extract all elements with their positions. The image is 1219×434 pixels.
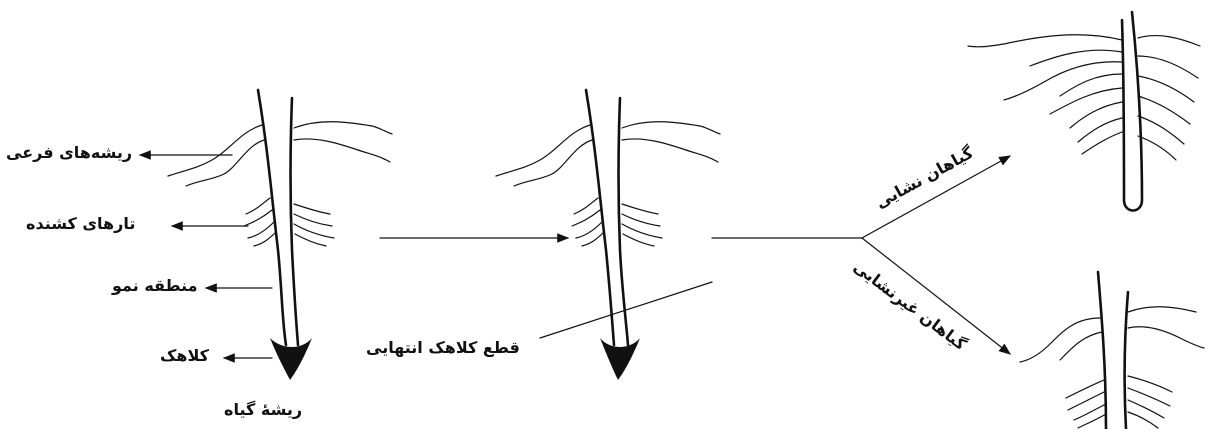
root-1-lateral-3 [294,122,392,134]
label-cut-cap: قطع کلاهک انتهایی [366,338,520,357]
root-4-hair-8 [1128,412,1158,428]
root-3-lateral-14 [1138,136,1176,160]
root-3-lateral-10 [1138,56,1198,78]
root-3-lateral-7 [1078,118,1122,142]
root-4 [1020,272,1204,429]
root-2 [496,90,720,380]
label-root-hairs: تارهای کشنده [26,214,135,233]
root-2-lateral-3 [622,122,720,134]
root-3-lateral-12 [1138,96,1190,124]
root-2-lateral-4 [622,139,718,162]
root-1-lateral-4 [294,139,390,162]
label-root-cap: کلاهک [160,346,209,365]
root-3-lateral-5 [1050,88,1122,114]
root-3-lateral-8 [1082,132,1122,154]
root-2-cap [600,338,640,380]
root-1-cap [270,338,312,380]
root-4-hair-5 [1128,376,1172,392]
root-2-hair-3 [576,222,602,238]
root-1-hair-6 [294,214,332,226]
root-3-lateral-9 [1138,36,1200,46]
root-2-hair-1 [574,198,598,214]
root-1 [168,90,392,380]
root-4-lateral-4 [1128,327,1204,348]
root-4-lateral-3 [1128,307,1196,312]
root-3-lateral-13 [1138,116,1184,144]
label-lateral-roots: ریشه‌های فرعی [6,143,132,162]
root-3-body [1122,12,1142,211]
root-3-lateral-6 [1070,102,1122,128]
root-2-hair-5 [622,204,658,214]
root-1-right-edge [291,98,299,345]
root-1-lateral-2 [186,140,264,186]
root-2-hair-6 [622,214,660,226]
root-3-lateral-2 [1030,50,1122,66]
root-2-lateral-2 [514,140,592,186]
root-1-hair-5 [294,204,330,214]
root-2-right-edge [619,98,629,345]
root-3-lateral-11 [1138,76,1194,102]
root-4-hair-3 [1074,404,1106,420]
root-4-lateral-2 [1060,332,1102,360]
root-4-hair-7 [1128,400,1164,418]
label-plant-root: ریشهٔ گیاه [224,400,302,419]
root-4-right-edge [1125,292,1128,429]
root-1-hair-3 [248,222,274,238]
root-1-hair-1 [246,198,270,214]
root-3 [968,12,1200,211]
root-1-hair-7 [294,224,334,238]
root-2-hair-7 [622,224,662,238]
root-3-lateral-1 [968,35,1122,47]
root-4-lateral-1 [1020,318,1100,362]
label-growth-zone: منطقه نمو [112,276,198,295]
root-3-lateral-4 [1060,74,1122,96]
